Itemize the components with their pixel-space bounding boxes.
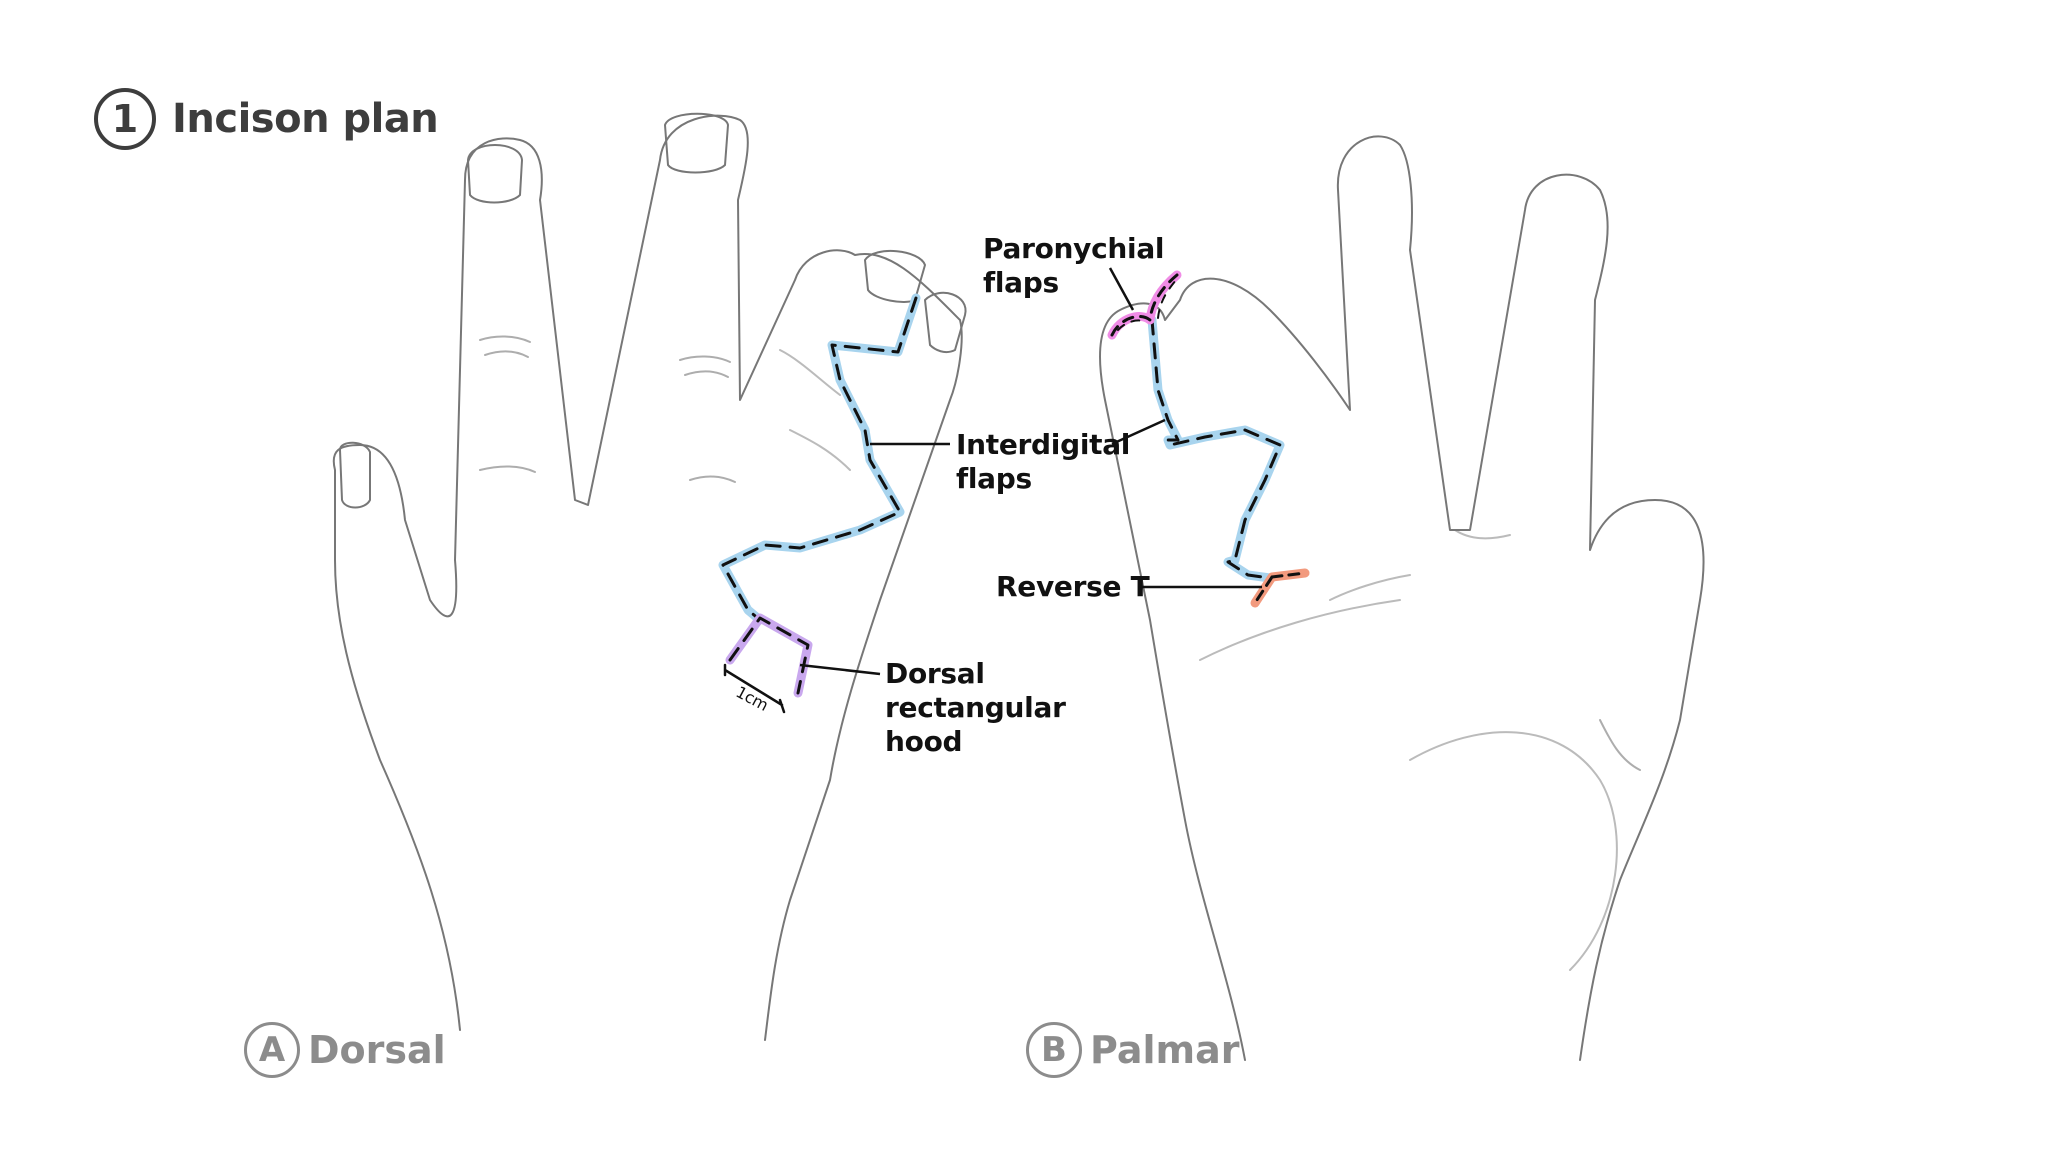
label-line: hood (885, 725, 963, 758)
label-line: Dorsal (885, 657, 985, 690)
label-line: flaps (956, 462, 1032, 495)
label-line: rectangular (885, 691, 1066, 724)
view-label-palmar: B Palmar (1026, 1022, 1239, 1078)
step-number-badge: 1 (94, 88, 156, 150)
view-letter-badge: B (1026, 1022, 1082, 1078)
label-line: flaps (983, 266, 1059, 299)
label-paronychial-flaps: Paronychial flaps (983, 232, 1165, 300)
label-reverse-t: Reverse T (996, 570, 1150, 603)
title-text: Incison plan (172, 96, 439, 142)
view-name: Dorsal (308, 1028, 446, 1072)
figure-title: 1 Incison plan (94, 88, 439, 150)
view-letter-badge: A (244, 1022, 300, 1078)
leader-interdigital-palmar (1111, 418, 1166, 446)
leader-paronychial (1108, 267, 1135, 311)
paronychial-flaps (1107, 270, 1182, 340)
dorsal-hand-outline (332, 114, 963, 1041)
view-name: Palmar (1090, 1028, 1240, 1072)
label-line: Paronychial (983, 232, 1165, 265)
interdigital-flap-dorsal (718, 293, 921, 625)
label-line: Interdigital (956, 428, 1131, 461)
label-dorsal-rectangular-hood: Dorsal rectangular hood (885, 657, 1066, 759)
view-label-dorsal: A Dorsal (244, 1022, 446, 1078)
palmar-hand-outline (1099, 135, 1705, 1061)
leader-dorsal-hood (799, 663, 881, 676)
interdigital-flap-palmar (1147, 315, 1285, 583)
label-interdigital-flaps: Interdigital flaps (956, 428, 1130, 496)
reverse-t-incision (1250, 568, 1310, 608)
dorsal-rectangular-hood (723, 613, 813, 714)
